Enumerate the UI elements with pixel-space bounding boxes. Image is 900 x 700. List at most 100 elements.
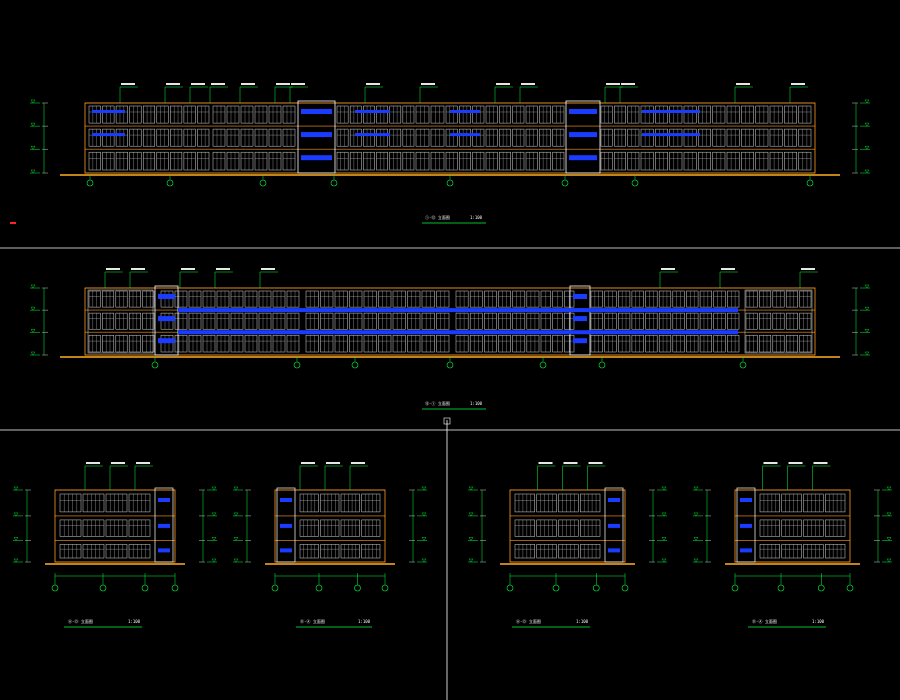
- v-s2-f2-w2: [340, 544, 360, 559]
- v-back-bay-1-f1-w8: [272, 312, 286, 330]
- v-front-right-level-tri-1: [864, 122, 870, 127]
- v-front-note-10: [521, 83, 535, 85]
- v-back-right-level-tri-0: [864, 284, 870, 289]
- v-back-bay-2-f2-w7: [407, 334, 421, 353]
- v-front-bay-0-f0-w7: [183, 105, 196, 124]
- v-back-bay-2-f1-w9: [436, 312, 450, 330]
- v-back-bay-1-f0-w9: [286, 290, 300, 308]
- v-s3-left-level-tri-0: [468, 486, 474, 491]
- v-front-bay-6-f0-w1: [655, 105, 668, 124]
- title-front: ①-⑫ 立面图 1:100: [422, 214, 486, 224]
- v-front-bay-0-f0-w0: [88, 105, 101, 124]
- v-front-bay-6-f2-w9: [769, 151, 783, 171]
- v-back-bay-3-f0-w1: [469, 290, 483, 308]
- v-front-bay-0-f2-w7: [183, 151, 196, 171]
- v-front-bay-6-f2-w6: [726, 151, 740, 171]
- v-front-bay-2-f0-w5: [402, 105, 415, 124]
- v-s2-core: [276, 487, 296, 563]
- v-back-bay-5-f2-w3: [631, 334, 644, 353]
- v-back-right-level-tri-2: [864, 329, 870, 333]
- v-front-bay-4-f0-w7: [539, 105, 551, 124]
- v-s2-right-level-tri-2: [421, 537, 427, 541]
- v-back-right-level-tri-3: [864, 351, 870, 356]
- v-front-bay-6-f1-w10: [784, 128, 797, 147]
- v-front-bay-6-f2-w8: [755, 151, 769, 171]
- v-front-axis-bubble-5: [561, 179, 569, 187]
- v-front-bay-4-f2-w0: [445, 151, 458, 171]
- v-s2-axis-bubble-0: [271, 584, 279, 592]
- v-s2-f1-w0: [299, 519, 319, 537]
- v-front-bay-3-f0-w1: [430, 105, 445, 124]
- v-front-axis-bubble-4: [446, 179, 454, 187]
- v-s3-f1-w3: [580, 519, 601, 537]
- v-s3-right-level-tri-2: [661, 537, 667, 541]
- v-back-note-0: [106, 268, 120, 270]
- v-back-bay-3-f1-w0: [455, 312, 469, 330]
- v-front-glass-strip-3-0: [642, 110, 700, 113]
- v-front-axis-bubble-3: [330, 179, 338, 187]
- v-back-bay-0-f0-w0: [88, 290, 101, 308]
- v-front-note-11: [606, 83, 620, 85]
- v-front-bay-0-f0-w8: [197, 105, 210, 124]
- elevation-side-1: [13, 462, 217, 592]
- v-back-bay-2-f1-w3: [349, 312, 363, 330]
- v-front-left-level-tri-2: [30, 146, 36, 150]
- v-back-bay-3-f1-w5: [526, 312, 540, 330]
- v-back-bay-0-f2-w1: [102, 334, 115, 353]
- v-back-bay-2-f0-w0: [305, 290, 319, 308]
- v-back-bay-1-f0-w0: [160, 290, 174, 308]
- v-front-bay-2-f2-w3: [376, 151, 388, 171]
- v-back-bay-3-f2-w1: [469, 334, 483, 353]
- v-s4-f1-w1: [781, 519, 802, 537]
- v-back-axis-bubble-3: [446, 361, 454, 369]
- v-back-bay-5-f1-w7: [686, 312, 699, 330]
- v-front-core-0-glass-2: [301, 155, 332, 161]
- v-front-bay-6-f0-w11: [798, 105, 812, 124]
- v-front-bay-2-f2-w2: [363, 151, 375, 171]
- v-front-bay-4-f2-w5: [512, 151, 525, 171]
- v-back-corridor-band-0: [178, 308, 738, 313]
- v-s1-core-glass-0: [158, 498, 170, 502]
- v-s4-core: [736, 487, 756, 563]
- v-s3-right-level-tri-3: [661, 558, 667, 563]
- v-s3-axis-bubble-0: [506, 584, 514, 592]
- v-front-bay-6-f2-w11: [798, 151, 812, 171]
- v-s3-axis-bubble-2: [592, 584, 600, 592]
- v-back-bay-2-f0-w8: [421, 290, 435, 308]
- v-back-bay-3-f0-w0: [455, 290, 469, 308]
- v-front-bay-4-f1-w8: [552, 128, 565, 147]
- v-front-bay-1-f2-w1: [226, 151, 240, 171]
- v-front-bay-1-f1-w4: [268, 128, 282, 147]
- v-front-right-level-tri-3: [864, 169, 870, 174]
- v-front-bay-1-f0-w4: [268, 105, 282, 124]
- v-back-bay-1-f0-w1: [174, 290, 188, 308]
- v-back-note-4: [261, 268, 275, 270]
- v-back-bay-0-f2-w3: [128, 334, 141, 353]
- v-front-bay-2-f2-w0: [336, 151, 349, 171]
- v-back-bay-5-f0-w10: [727, 290, 740, 308]
- v-front-bay-3-f1-w0: [415, 128, 430, 147]
- v-front-bay-0-f0-w5: [156, 105, 169, 124]
- v-s1-f1-w0: [59, 519, 82, 537]
- v-back-bay-1-f0-w3: [202, 290, 216, 308]
- v-front-bay-6-f1-w9: [769, 128, 783, 147]
- v-front-right-level-tri-0: [864, 99, 870, 104]
- v-front-bay-6-f0-w0: [640, 105, 654, 124]
- v-front-bay-6-f0-w6: [726, 105, 740, 124]
- title-back-scale: 1:100: [470, 401, 483, 406]
- v-front-bay-2-f1-w5: [402, 128, 415, 147]
- v-front-bay-2-f2-w1: [349, 151, 362, 171]
- v-s3-right-level-tri-0: [661, 486, 667, 491]
- v-back-bay-2-f1-w5: [378, 312, 392, 330]
- v-front-bay-6-f0-w9: [769, 105, 783, 124]
- v-front-bay-3-f0-w0: [415, 105, 430, 124]
- frame-junction-box: [443, 417, 451, 425]
- v-back-note-5: [661, 268, 675, 270]
- v-back-bay-1-f2-w7: [258, 334, 272, 353]
- v-s3-axis-bubble-1: [552, 584, 560, 592]
- v-back-bay-2-f1-w6: [392, 312, 406, 330]
- v-back-bay-6-f2-w3: [785, 334, 798, 353]
- v-s2-left-level-tri-2: [233, 537, 239, 541]
- title-side-2-scale: 1:100: [358, 619, 371, 624]
- v-s4-f2-w3: [825, 544, 846, 559]
